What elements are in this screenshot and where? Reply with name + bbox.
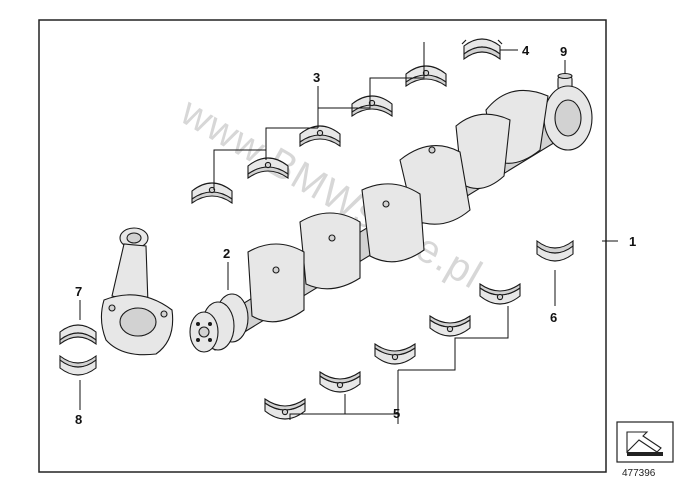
bearing-shell <box>299 125 341 147</box>
leader-group-3 <box>213 42 425 190</box>
callout-6: 6 <box>550 310 557 325</box>
diagram-frame <box>38 19 607 473</box>
bearing-shell <box>264 398 306 420</box>
callout-4: 4 <box>522 43 530 58</box>
direction-arrow-icon <box>616 421 674 463</box>
callout-5: 5 <box>393 406 400 421</box>
bearing-shell <box>429 315 471 337</box>
bearing-shell <box>351 95 393 117</box>
diagram-number: 477396 <box>622 468 656 479</box>
thrust-bearing-shell <box>461 38 503 61</box>
leader-group-5 <box>289 306 509 424</box>
bearing-shell <box>479 283 521 305</box>
thrust-shell-lower <box>536 239 574 262</box>
callout-3: 3 <box>313 70 320 85</box>
callout-8: 8 <box>75 412 82 427</box>
bearing-shell <box>191 182 233 204</box>
callout-7: 7 <box>75 284 82 299</box>
bearing-shell <box>319 371 361 393</box>
connecting-rod <box>100 227 174 356</box>
conrod-shell-lower <box>59 354 97 376</box>
callout-9: 9 <box>560 44 567 59</box>
bearing-shell <box>405 65 447 87</box>
conrod-shell-upper <box>59 324 97 346</box>
bearing-shell <box>374 343 416 365</box>
callout-1: 1 <box>629 234 636 249</box>
crankshaft <box>189 85 593 353</box>
callout-2: 2 <box>223 246 230 261</box>
